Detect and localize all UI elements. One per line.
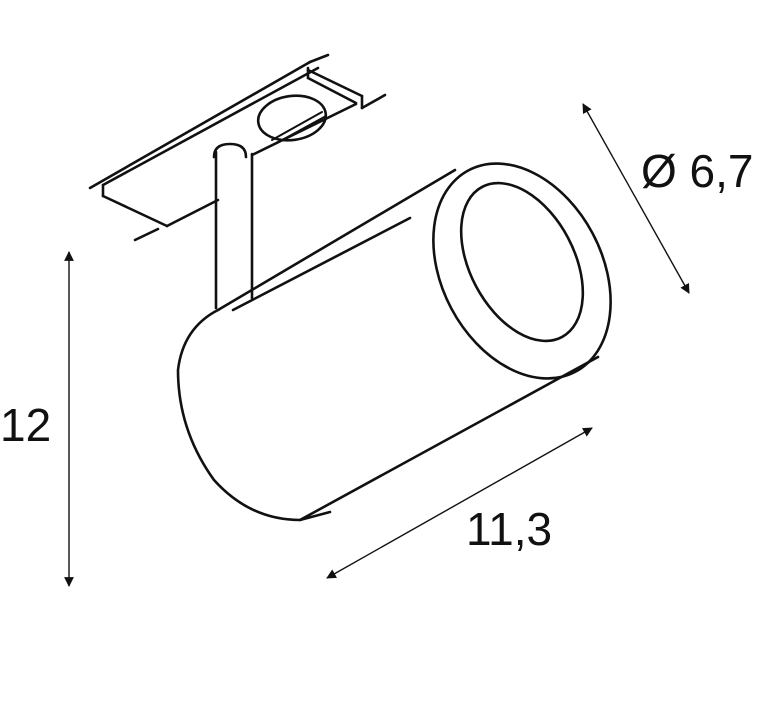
- spotlight-body: [176, 162, 612, 522]
- mounting-stem: [212, 142, 254, 310]
- adapter-screw: [256, 94, 328, 145]
- length-dimension-label: 11,3: [466, 503, 553, 555]
- track-rail: [88, 53, 412, 312]
- length-dimension-line: [326, 427, 593, 579]
- diameter-dimension-line: [582, 103, 690, 294]
- diameter-dimension-label: Ø 6,7: [641, 145, 754, 197]
- height-dimension-label: 12: [0, 399, 52, 451]
